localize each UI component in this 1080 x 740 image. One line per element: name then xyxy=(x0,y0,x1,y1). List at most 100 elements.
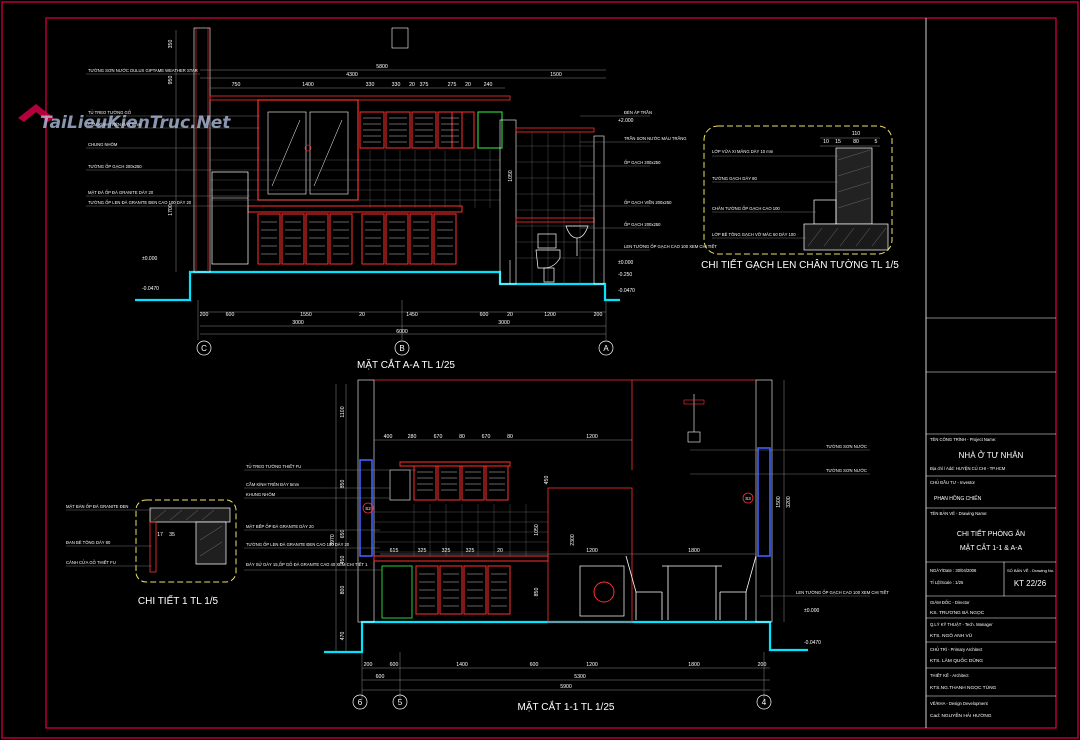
aa-axis-markers xyxy=(196,340,614,356)
aa-dim-top: 20 xyxy=(465,82,471,88)
s11-level: ±0.000 xyxy=(804,608,819,614)
aa-vdim: 350 xyxy=(168,40,174,49)
aa-title: MẶT CẮT A-A TL 1/25 xyxy=(357,358,455,371)
s11-vdim-total: 3970 xyxy=(330,534,336,546)
section-11: S2 S3 400 280 670 80 670 80 1200 615 325… xyxy=(244,379,889,713)
aa-level: -0.0470 xyxy=(142,286,159,292)
aa-note: LEN TƯỜNG ỐP GẠCH CAO 100 XEM CHI TIẾT xyxy=(624,244,717,249)
skirting-dim: 80 xyxy=(853,139,859,145)
s11-dim-top: 280 xyxy=(408,434,417,440)
aa-level: -0.0470 xyxy=(618,288,635,294)
s11-axis-label: 5 xyxy=(398,698,403,707)
aa-note: MẶT ĐÁ ỐP ĐÁ GRANITE DÀY 20 xyxy=(88,190,154,195)
skirting-dim: 110 xyxy=(852,131,860,137)
s11-pendant-lamp xyxy=(683,394,705,443)
tb-director: KS. TRƯƠNG BÁ NGỌC xyxy=(930,609,985,616)
detail-1: 17 35 MẶT BÀN ỐP ĐÁ GRANITE ĐEN ĐAN BÊ T… xyxy=(66,499,237,607)
aa-level: ±0.000 xyxy=(618,260,633,266)
detail-skirting: 110 10 15 80 5 LỚP VỮA XI MĂNG DÀY 10 mm… xyxy=(701,125,899,271)
aa-wall-cabinet-row xyxy=(359,111,475,149)
detail1-border xyxy=(135,499,237,583)
aa-dim-top: 4300 xyxy=(346,72,358,78)
axis-bubble xyxy=(598,340,614,356)
aa-level: ±0.000 xyxy=(142,256,157,262)
tb-investor: PHAN HỒNG CHIẾN xyxy=(934,495,982,502)
s11-tile-grid xyxy=(374,504,548,556)
aa-dim-top: 275 xyxy=(448,82,457,88)
skirting-note: TƯỜNG GẠCH DÀY 80 xyxy=(712,176,757,181)
aa-right-wall xyxy=(593,135,605,285)
aa-ground-line xyxy=(135,270,620,302)
tb-project-label: TÊN CÔNG TRÌNH - Project Name: xyxy=(930,437,996,442)
aa-tile-grid xyxy=(210,150,500,208)
aa-dim-top: 240 xyxy=(484,82,493,88)
section-aa: 5800 4300 1500 750 1400 330 330 20 375 2… xyxy=(86,27,717,371)
aa-note: ỐP GẠCH 200x250 xyxy=(624,160,661,165)
s11-dim-total: 5300 xyxy=(574,674,586,680)
detail1-dim: 35 xyxy=(169,532,175,538)
s11-wall-cabinets xyxy=(413,465,509,501)
skirting-detail-border xyxy=(703,125,893,255)
aa-vdim: 1700 xyxy=(168,204,174,216)
aa-glass-cabinet xyxy=(257,99,359,201)
watermark-text: TaiLieuKienTruc.Net xyxy=(40,113,231,133)
tb-investor-label: CHỦ ĐẦU TƯ - Investor xyxy=(930,480,976,485)
s11-dim-bottom: 1200 xyxy=(586,662,598,668)
s11-dim-top: 400 xyxy=(384,434,393,440)
s11-inner-vdim: 850 xyxy=(534,588,540,597)
s11-note: TƯỜNG SƠN NƯỚC xyxy=(826,444,867,449)
aa-bath-tiles xyxy=(516,132,594,284)
s11-base-cabinets xyxy=(415,565,511,615)
aa-level: -0.250 xyxy=(618,272,632,278)
aa-partition-wall xyxy=(499,119,517,285)
aa-dim-top: 20 xyxy=(409,82,415,88)
s11-dim-mid: 325 xyxy=(418,548,427,554)
s11-tag: S3 xyxy=(745,496,751,501)
s11-note: ĐÁY SỬ DÀY 15,ỐP GỖ ĐÁ GRANITE CAO 40 XE… xyxy=(246,562,368,567)
tb-architect: KTS. LÂM QUỐC DŨNG xyxy=(930,657,983,664)
s11-right-vdim: 1500 xyxy=(776,496,782,508)
skirting-wall xyxy=(835,147,873,225)
s11-note: MẶT BẾP ỐP ĐÁ GRANITE DÀY 20 xyxy=(246,524,314,529)
aa-dim-bottom: 200 xyxy=(200,312,209,318)
aa-dim-bottom: 1550 xyxy=(300,312,312,318)
s11-note: TƯỜNG ỐP LEN ĐÁ GRANITE ĐEN CAO 100 DÀY … xyxy=(246,542,350,547)
s11-dim-mid: 325 xyxy=(466,548,475,554)
aa-dim-top: 750 xyxy=(232,82,241,88)
aa-axis-label: C xyxy=(201,344,207,353)
aa-fridge xyxy=(211,171,249,265)
s11-dim-mid: 20 xyxy=(497,548,503,554)
s11-dim-top: 1200 xyxy=(586,434,598,440)
skirting-note: LỚP VỮA XI MĂNG DÀY 10 mm xyxy=(712,149,774,154)
s11-cabinet-top xyxy=(399,461,511,467)
aa-dim-lines xyxy=(175,30,607,340)
s11-dim-bottom: 600 xyxy=(530,662,539,668)
s11-counter xyxy=(373,555,549,562)
axis-bubble xyxy=(392,694,408,710)
detail1-door xyxy=(149,521,157,573)
aa-top-wall xyxy=(391,27,409,49)
detail1-note: MẶT BÀN ỐP ĐÁ GRANITE ĐEN xyxy=(66,504,128,509)
tb-sheet-no: KT 22/26 xyxy=(1014,579,1047,588)
s11-tag-bubble xyxy=(362,502,374,514)
tb-director-label: GIÁM ĐỐC - Director xyxy=(930,600,970,605)
s11-dim-mid: 615 xyxy=(390,548,399,554)
aa-level: +2.000 xyxy=(618,118,634,124)
tb-drafter-label: VẼ/KHA - Design Development xyxy=(930,701,989,706)
s11-dim-total: 600 xyxy=(376,674,385,680)
s11-dim-lines xyxy=(335,380,785,700)
tb-drawing-name: CHI TIẾT PHÒNG ĂN xyxy=(957,528,1025,538)
tb-architect-label: CHỦ TRÌ - Primary Architect xyxy=(930,647,983,652)
tb-drafter: Cad: NGUYỄN HẢI HƯỜNG xyxy=(930,712,992,719)
aa-note: CẦM KÍNH TRÊN ĐÁY 5mm xyxy=(88,122,142,127)
s11-ground-line xyxy=(324,620,808,654)
s11-vdim: 850 xyxy=(340,480,346,489)
s11-vdim: 800 xyxy=(340,586,346,595)
s11-dim-bottom: 1800 xyxy=(688,662,700,668)
s11-left-wall xyxy=(357,379,375,623)
aa-axis-label: B xyxy=(399,344,404,353)
aa-note: ĐÈN ÁP TRẦN xyxy=(624,110,652,115)
aa-dim-top: 330 xyxy=(366,82,375,88)
skirting-note: CHÂN TƯỜNG ỐP GẠCH CAO 100 xyxy=(712,206,780,211)
